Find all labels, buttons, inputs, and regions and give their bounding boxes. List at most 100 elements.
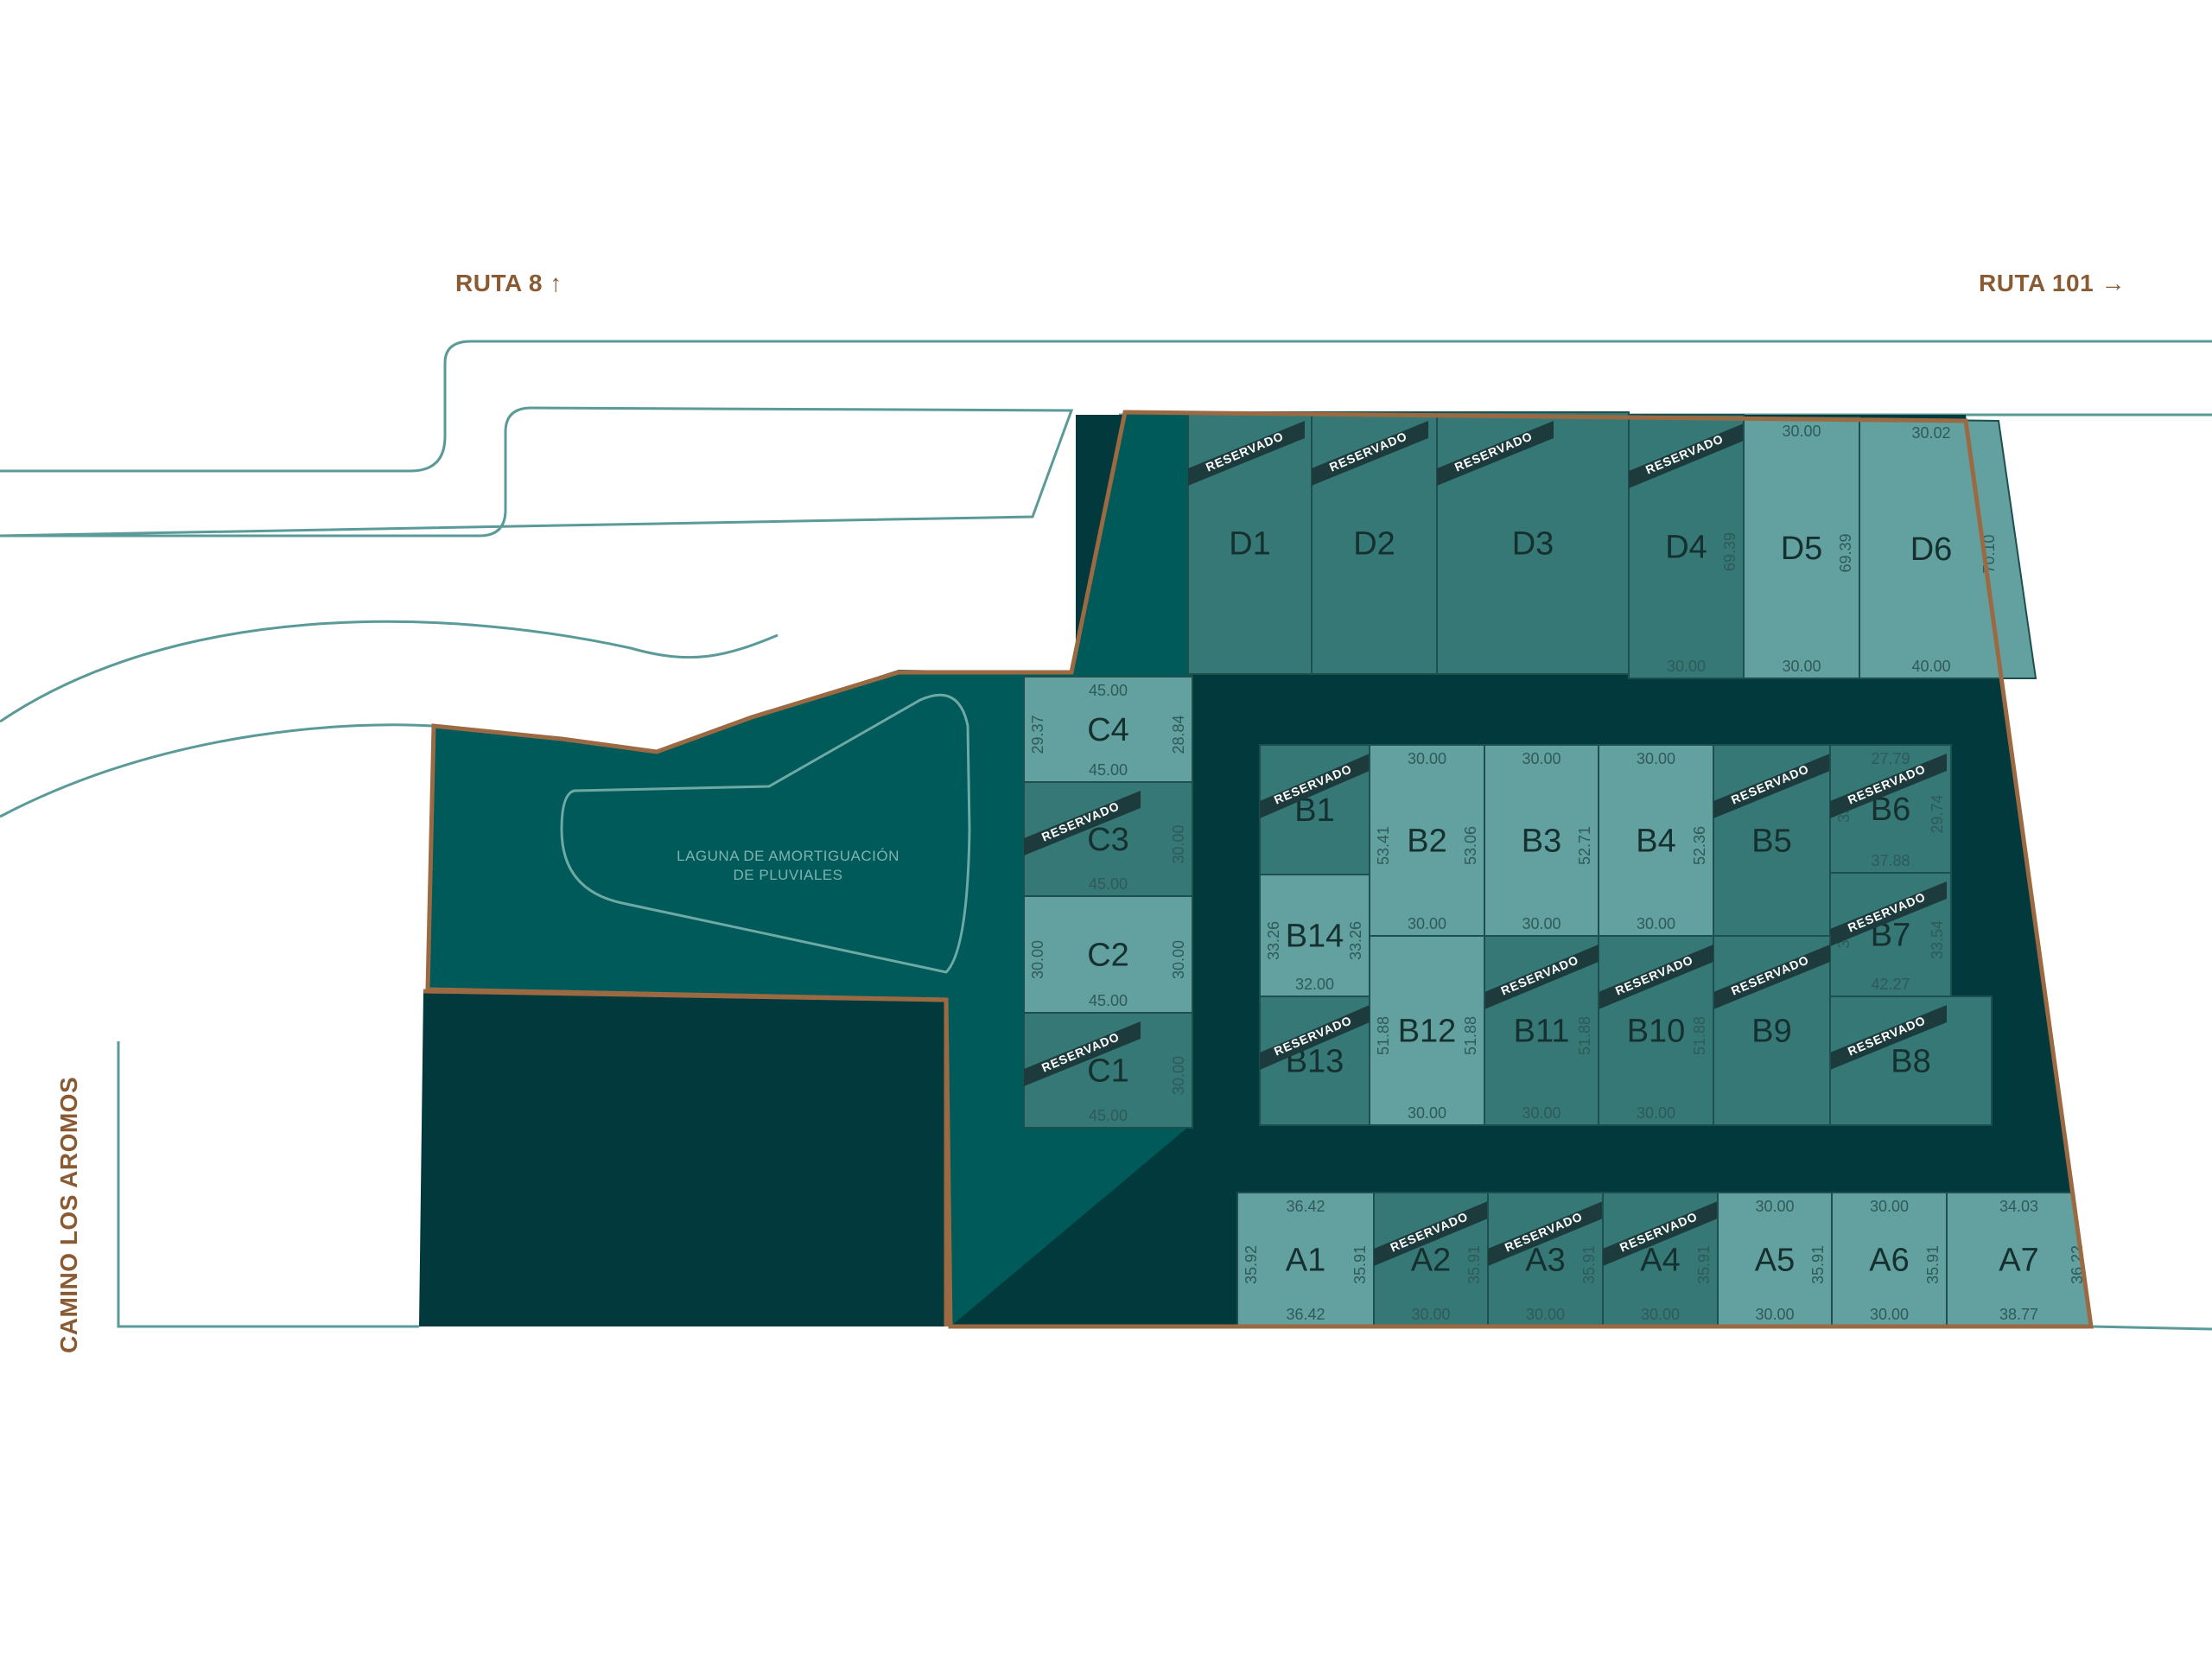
ruta-8-text: RUTA 8 [455, 270, 543, 296]
arrow-up-icon: ↑ [550, 270, 563, 296]
lot-shape[interactable] [1829, 996, 1993, 1126]
lot-shape[interactable] [1023, 781, 1193, 897]
lot-dimension: 30.00 [1870, 1306, 1909, 1323]
lot-dimension: 40.00 [1911, 658, 1950, 675]
lot-dimension: 45.00 [1089, 875, 1128, 893]
arrow-right-icon: → [2101, 270, 2126, 296]
lot-label: A6 [1869, 1243, 1909, 1279]
lot-label: C2 [1087, 938, 1129, 974]
lot-dimension: 36.42 [1286, 1306, 1325, 1323]
lot-label: B9 [1751, 1014, 1791, 1050]
lot-dimension: 35.91 [1351, 1245, 1369, 1284]
lot-dimension: 52.71 [1576, 826, 1593, 865]
lot-dimension: 35.91 [1695, 1245, 1713, 1284]
lot-shape[interactable] [1023, 895, 1193, 1014]
lot-label: A7 [1999, 1243, 2038, 1279]
dark-block-boundary [423, 989, 949, 1326]
lot-dimension: 30.00 [1667, 658, 1706, 675]
lot-dimension: 69.39 [1837, 533, 1854, 572]
ruta-101-text: RUTA 101 [1979, 270, 2094, 296]
lot-dimension: 45.00 [1089, 1107, 1128, 1124]
lot-dimension: 45.00 [1089, 682, 1128, 699]
lot-dimension: 35.91 [1809, 1245, 1827, 1284]
lot-label: B12 [1398, 1014, 1457, 1050]
lot-label: B3 [1522, 824, 1561, 860]
lot-dimension: 33.26 [1265, 921, 1282, 960]
lot-shape[interactable] [1023, 676, 1193, 783]
lot-label: B5 [1751, 824, 1791, 860]
lot-shape[interactable] [1259, 874, 1370, 997]
lot-dimension: 45.00 [1089, 992, 1128, 1009]
lot-label: D4 [1665, 530, 1707, 566]
lot-dimension: 33.26 [1347, 921, 1364, 960]
lot-dimension: 35.91 [1465, 1245, 1483, 1284]
lot-dimension: 69.39 [1721, 532, 1738, 571]
lot-dimension: 30.00 [1522, 915, 1560, 932]
lot-dimension: 30.00 [1408, 1104, 1446, 1122]
lot-shape[interactable] [1743, 417, 1860, 679]
lot-shape[interactable] [1236, 1192, 1375, 1327]
lot-dimension: 30.00 [1170, 824, 1187, 863]
lot-dimension: 28.84 [1170, 715, 1187, 754]
lot-dimension: 30.00 [1755, 1198, 1794, 1215]
lot-dimension: 53.06 [1462, 826, 1479, 865]
lot-dimension: 33.54 [1929, 920, 1946, 959]
common-area[interactable] [428, 412, 1192, 1326]
lot-shape[interactable] [1369, 935, 1485, 1126]
lot-dimension: 30.00 [1522, 1104, 1560, 1122]
lot-dimension: 53.41 [1375, 826, 1392, 865]
lot-shape[interactable] [1369, 744, 1485, 937]
lot-label: D5 [1781, 531, 1823, 567]
ruta-101-label: RUTA 101 → [1979, 270, 2126, 297]
lot-dimension: 37.88 [1871, 852, 1910, 869]
lot-dimension: 30.00 [1641, 1306, 1680, 1323]
lot-shape[interactable] [1484, 744, 1599, 937]
dark-block [419, 991, 946, 1326]
lot-label: D1 [1229, 526, 1271, 563]
lot-label: A2 [1411, 1243, 1451, 1279]
lot-label: D6 [1910, 531, 1953, 568]
lot-label: C4 [1087, 712, 1129, 748]
lot-label: D3 [1512, 526, 1554, 563]
lot-label: B14 [1286, 919, 1344, 955]
lot-label: B11 [1514, 1014, 1570, 1050]
lot-dimension: 36.42 [1286, 1198, 1325, 1215]
lagoon: LAGUNA DE AMORTIGUACIÓN DE PLUVIALES [560, 693, 971, 974]
lot-dimension: 30.00 [1637, 1104, 1675, 1122]
lagoon-label-line1: LAGUNA DE AMORTIGUACIÓN [677, 848, 899, 864]
lot-label: B10 [1627, 1014, 1686, 1050]
